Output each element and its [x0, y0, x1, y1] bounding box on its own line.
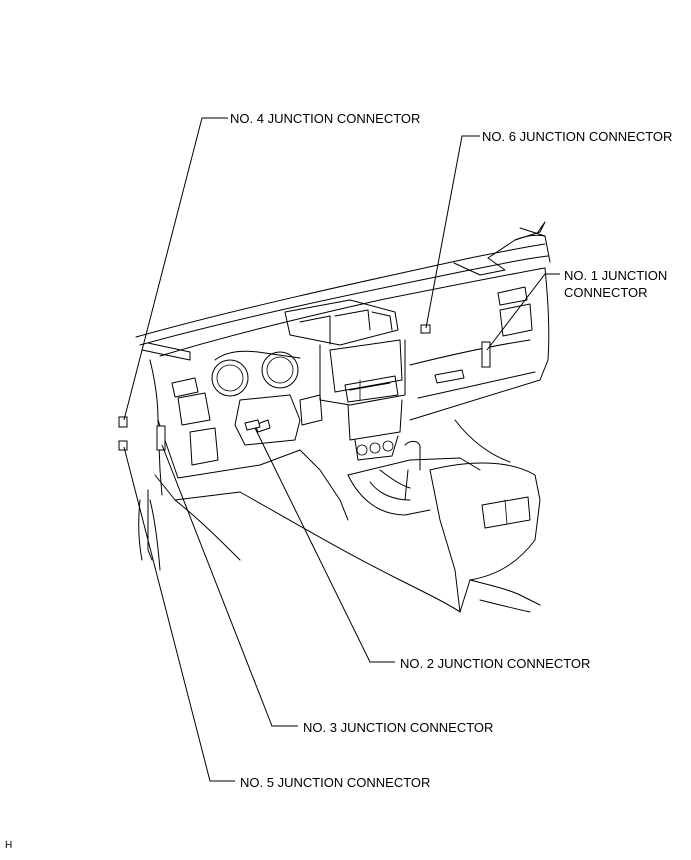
no6-leader-line — [425, 135, 480, 329]
no2-junction-connector-label: NO. 2 JUNCTION CONNECTOR — [400, 656, 591, 671]
no1-leader-line — [486, 273, 560, 351]
no2-connector-part — [244, 419, 261, 431]
leader-lines — [123, 117, 560, 782]
no3-connector-part — [156, 425, 166, 451]
no5-connector-part — [118, 440, 128, 451]
no1-junction-connector-label-line1: NO. 1 JUNCTION — [564, 268, 668, 283]
no4-connector-part — [118, 416, 128, 428]
no1-connector-part — [481, 341, 491, 368]
no1-junction-connector-label-line2: CONNECTOR — [564, 285, 648, 300]
no6-connector-part — [420, 324, 431, 334]
no4-junction-connector-label: NO. 4 JUNCTION CONNECTOR — [230, 111, 421, 126]
no3-junction-connector-label: NO. 3 JUNCTION CONNECTOR — [303, 720, 494, 735]
no6-junction-connector-label: NO. 6 JUNCTION CONNECTOR — [482, 129, 673, 144]
instrument-panel-outline — [135, 221, 551, 613]
corner-mark: H — [5, 840, 13, 851]
no5-leader-line — [123, 446, 235, 782]
no4-leader-line — [123, 117, 228, 421]
no3-leader-line — [161, 444, 298, 727]
no5-junction-connector-label: NO. 5 JUNCTION CONNECTOR — [240, 775, 431, 790]
connector-parts — [118, 324, 491, 451]
no2-leader-line — [254, 427, 395, 663]
